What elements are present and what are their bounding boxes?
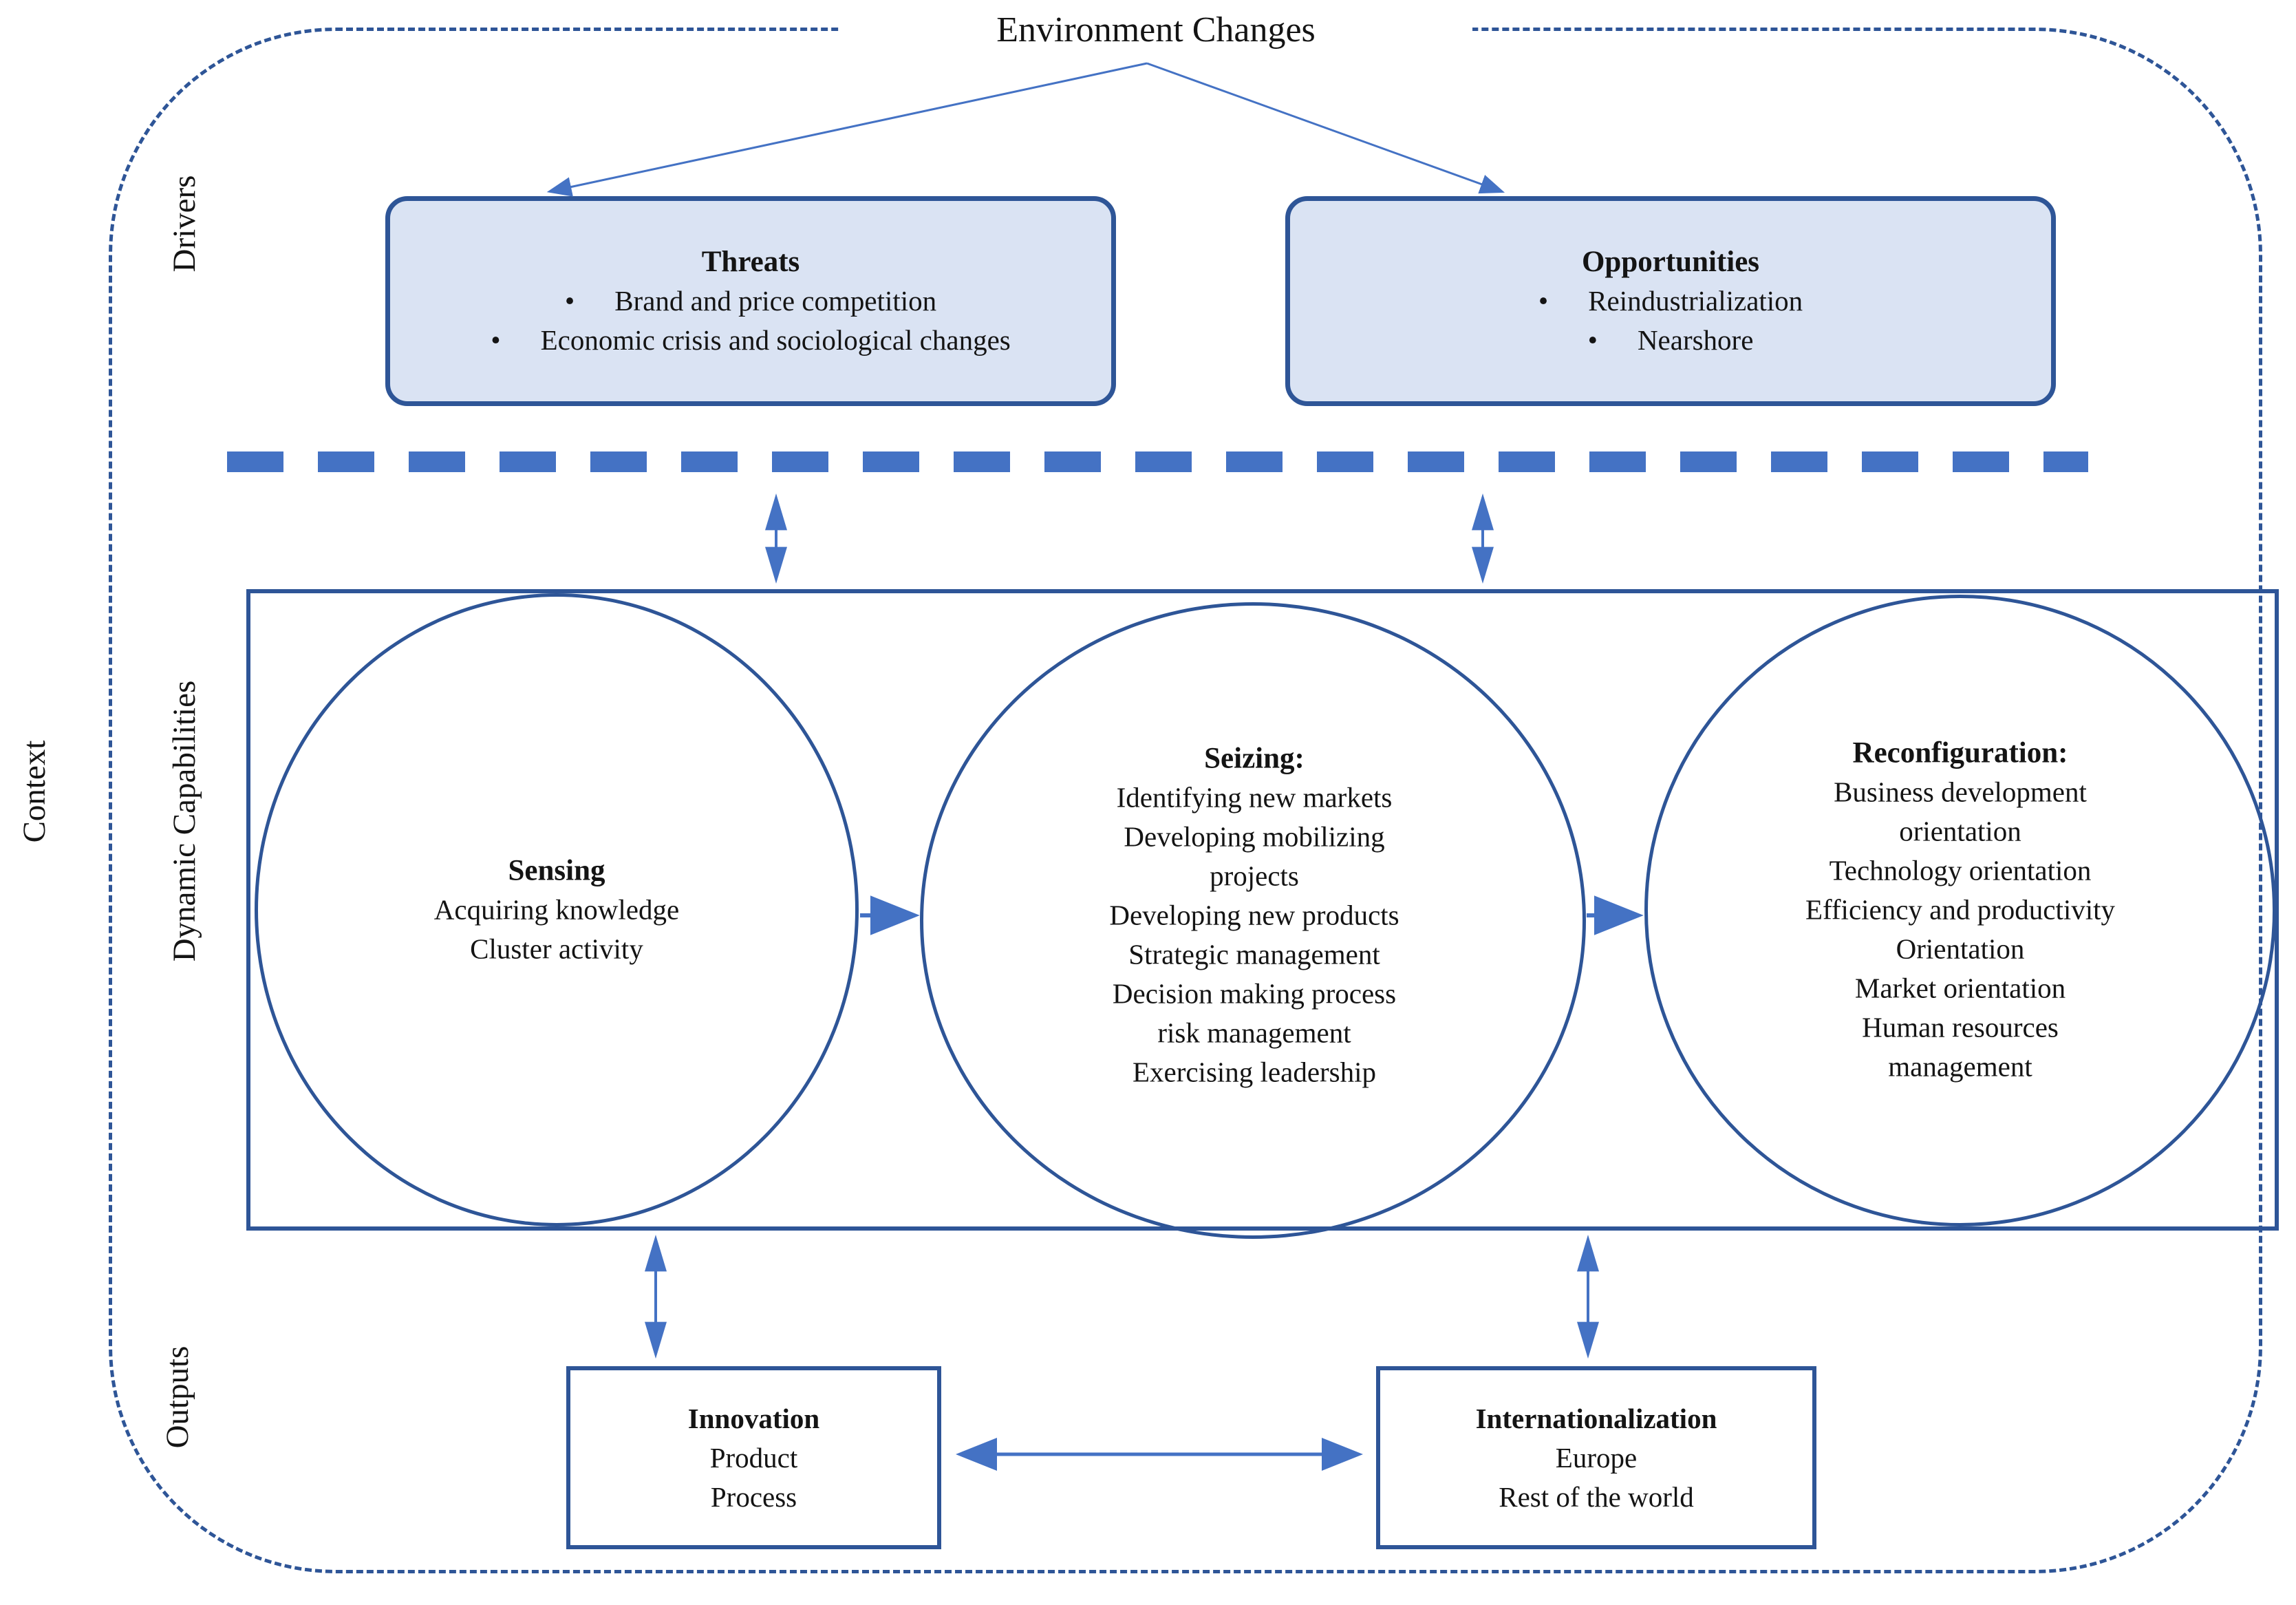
list-item: Europe [1555,1441,1638,1474]
opportunities-bullet-list: ReindustrializationNearshore [1538,281,1803,360]
threats-box: Threats Brand and price competitionEcono… [385,196,1116,406]
list-item: Strategic management [1128,938,1380,970]
list-item: Exercising leadership [1132,1056,1377,1088]
list-item: Developing mobilizing projects [1124,820,1385,892]
list-item: Business development orientation [1834,776,2087,847]
list-item: Developing new products [1109,899,1399,931]
list-item: Process [710,1480,797,1513]
internationalization-title: Internationalization [1475,1402,1717,1434]
list-item: Identifying new markets [1116,781,1393,814]
sensing-title: Sensing [508,854,605,887]
threats-bullet-list: Brand and price competitionEconomic cris… [491,281,1011,360]
list-item: Acquiring knowledge [433,893,680,926]
list-item: Decision making process risk management [1112,977,1397,1049]
list-item: Reindustrialization [1538,281,1803,321]
side-label-outputs: Outputs [160,1346,195,1449]
list-item: Nearshore [1538,321,1803,360]
opportunities-box: Opportunities ReindustrializationNearsho… [1285,196,2056,406]
list-item: Efficiency and productivity [1805,893,2116,926]
innovation-title: Innovation [687,1402,820,1434]
reconfiguration-circle [1644,595,2276,1226]
list-item: Human resources management [1862,1011,2059,1083]
side-label-drivers: Drivers [167,175,202,273]
list-item: Product [709,1441,798,1474]
reconfiguration-title: Reconfiguration: [1852,736,2068,769]
reconfiguration-text: Reconfiguration: Business development or… [1797,734,2123,1087]
seizing-title: Seizing: [1204,742,1305,775]
sensing-circle [255,593,859,1226]
list-item: Technology orientation [1829,854,2092,886]
list-item: Rest of the world [1499,1480,1694,1513]
threats-title: Threats [701,246,800,278]
list-item: Orientation [1896,933,2025,965]
list-item: Brand and price competition [491,281,1011,321]
list-item: Economic crisis and sociological changes [491,321,1011,360]
side-label-dynamic-capabilities: Dynamic Capabilities [167,680,202,962]
list-item: Market orientation [1854,972,2066,1004]
seizing-circle [920,602,1586,1239]
side-label-context: Context [17,740,52,843]
list-item: Cluster activity [470,933,643,965]
opportunities-title: Opportunities [1581,246,1760,278]
diagram-title: Environment Changes [839,0,1472,72]
drivers-capabilities-divider [227,451,2088,472]
